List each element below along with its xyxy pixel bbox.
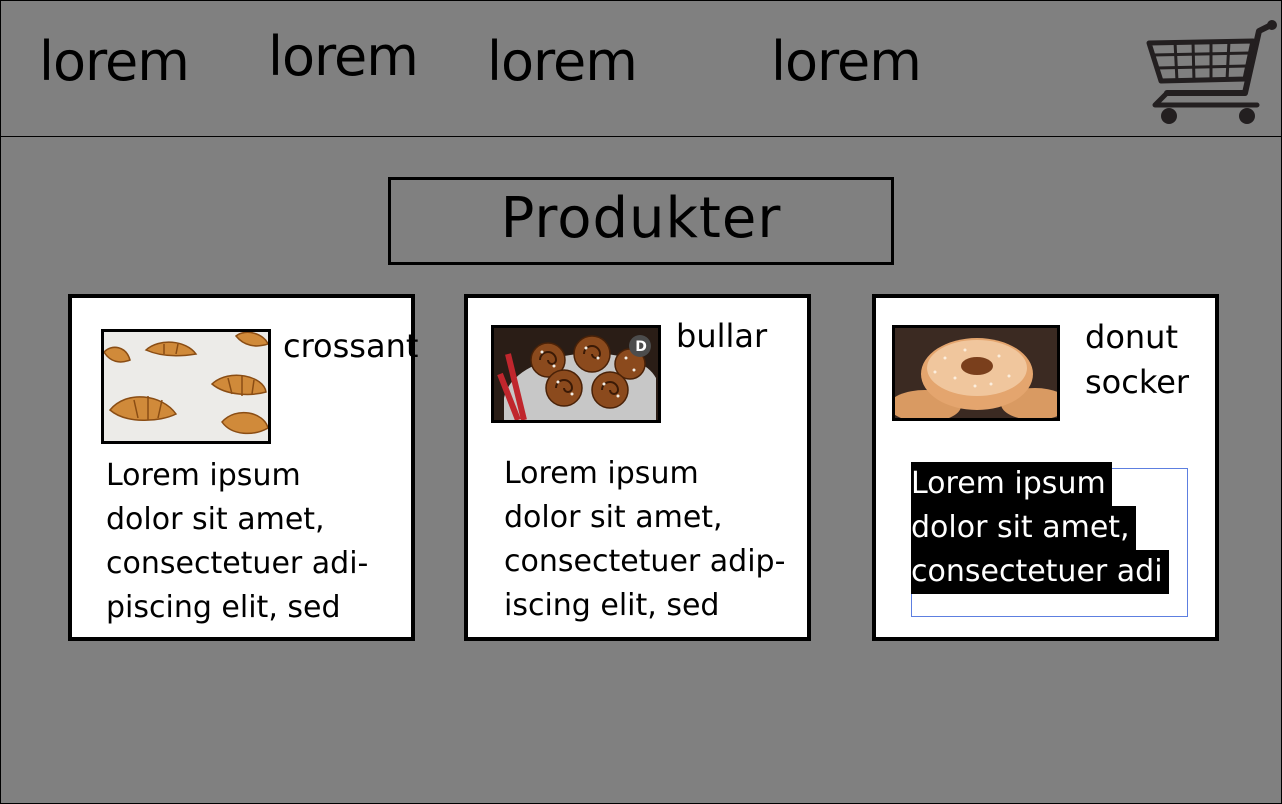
product-card-bullar[interactable]: D bullar Lorem ipsum dolor sit amet, con…	[464, 294, 811, 641]
nav-item-4[interactable]: lorem	[771, 30, 922, 93]
product-name: bullar	[676, 317, 768, 355]
nav-item-3[interactable]: lorem	[487, 30, 638, 93]
page-title: Produkter	[500, 186, 782, 251]
product-name: donut socker	[1085, 318, 1190, 401]
shopping-cart-icon[interactable]	[1145, 19, 1277, 127]
page-title-box: Produkter	[388, 177, 894, 265]
cinnamon-buns-image: D	[491, 325, 661, 423]
sugar-donut-image	[892, 325, 1060, 421]
top-navigation: lorem lorem lorem lorem	[1, 1, 1281, 137]
product-description: Lorem ipsum dolor sit amet, consectetuer…	[106, 458, 369, 625]
product-card-donut[interactable]: donut socker Lorem ipsum dolor sit amet,…	[872, 294, 1219, 641]
image-badge: D	[635, 339, 647, 355]
product-name: crossant	[283, 327, 419, 365]
product-card-croissant[interactable]: crossant Lorem ipsum dolor sit amet, con…	[68, 294, 419, 641]
nav-item-2[interactable]: lorem	[268, 25, 419, 88]
nav-item-1[interactable]: lorem	[39, 30, 190, 93]
product-description: Lorem ipsum dolor sit amet, consectetuer…	[504, 456, 786, 623]
croissant-image	[101, 329, 271, 444]
product-description-selected[interactable]: Lorem ipsum dolor sit amet, consectetuer…	[911, 462, 1169, 594]
